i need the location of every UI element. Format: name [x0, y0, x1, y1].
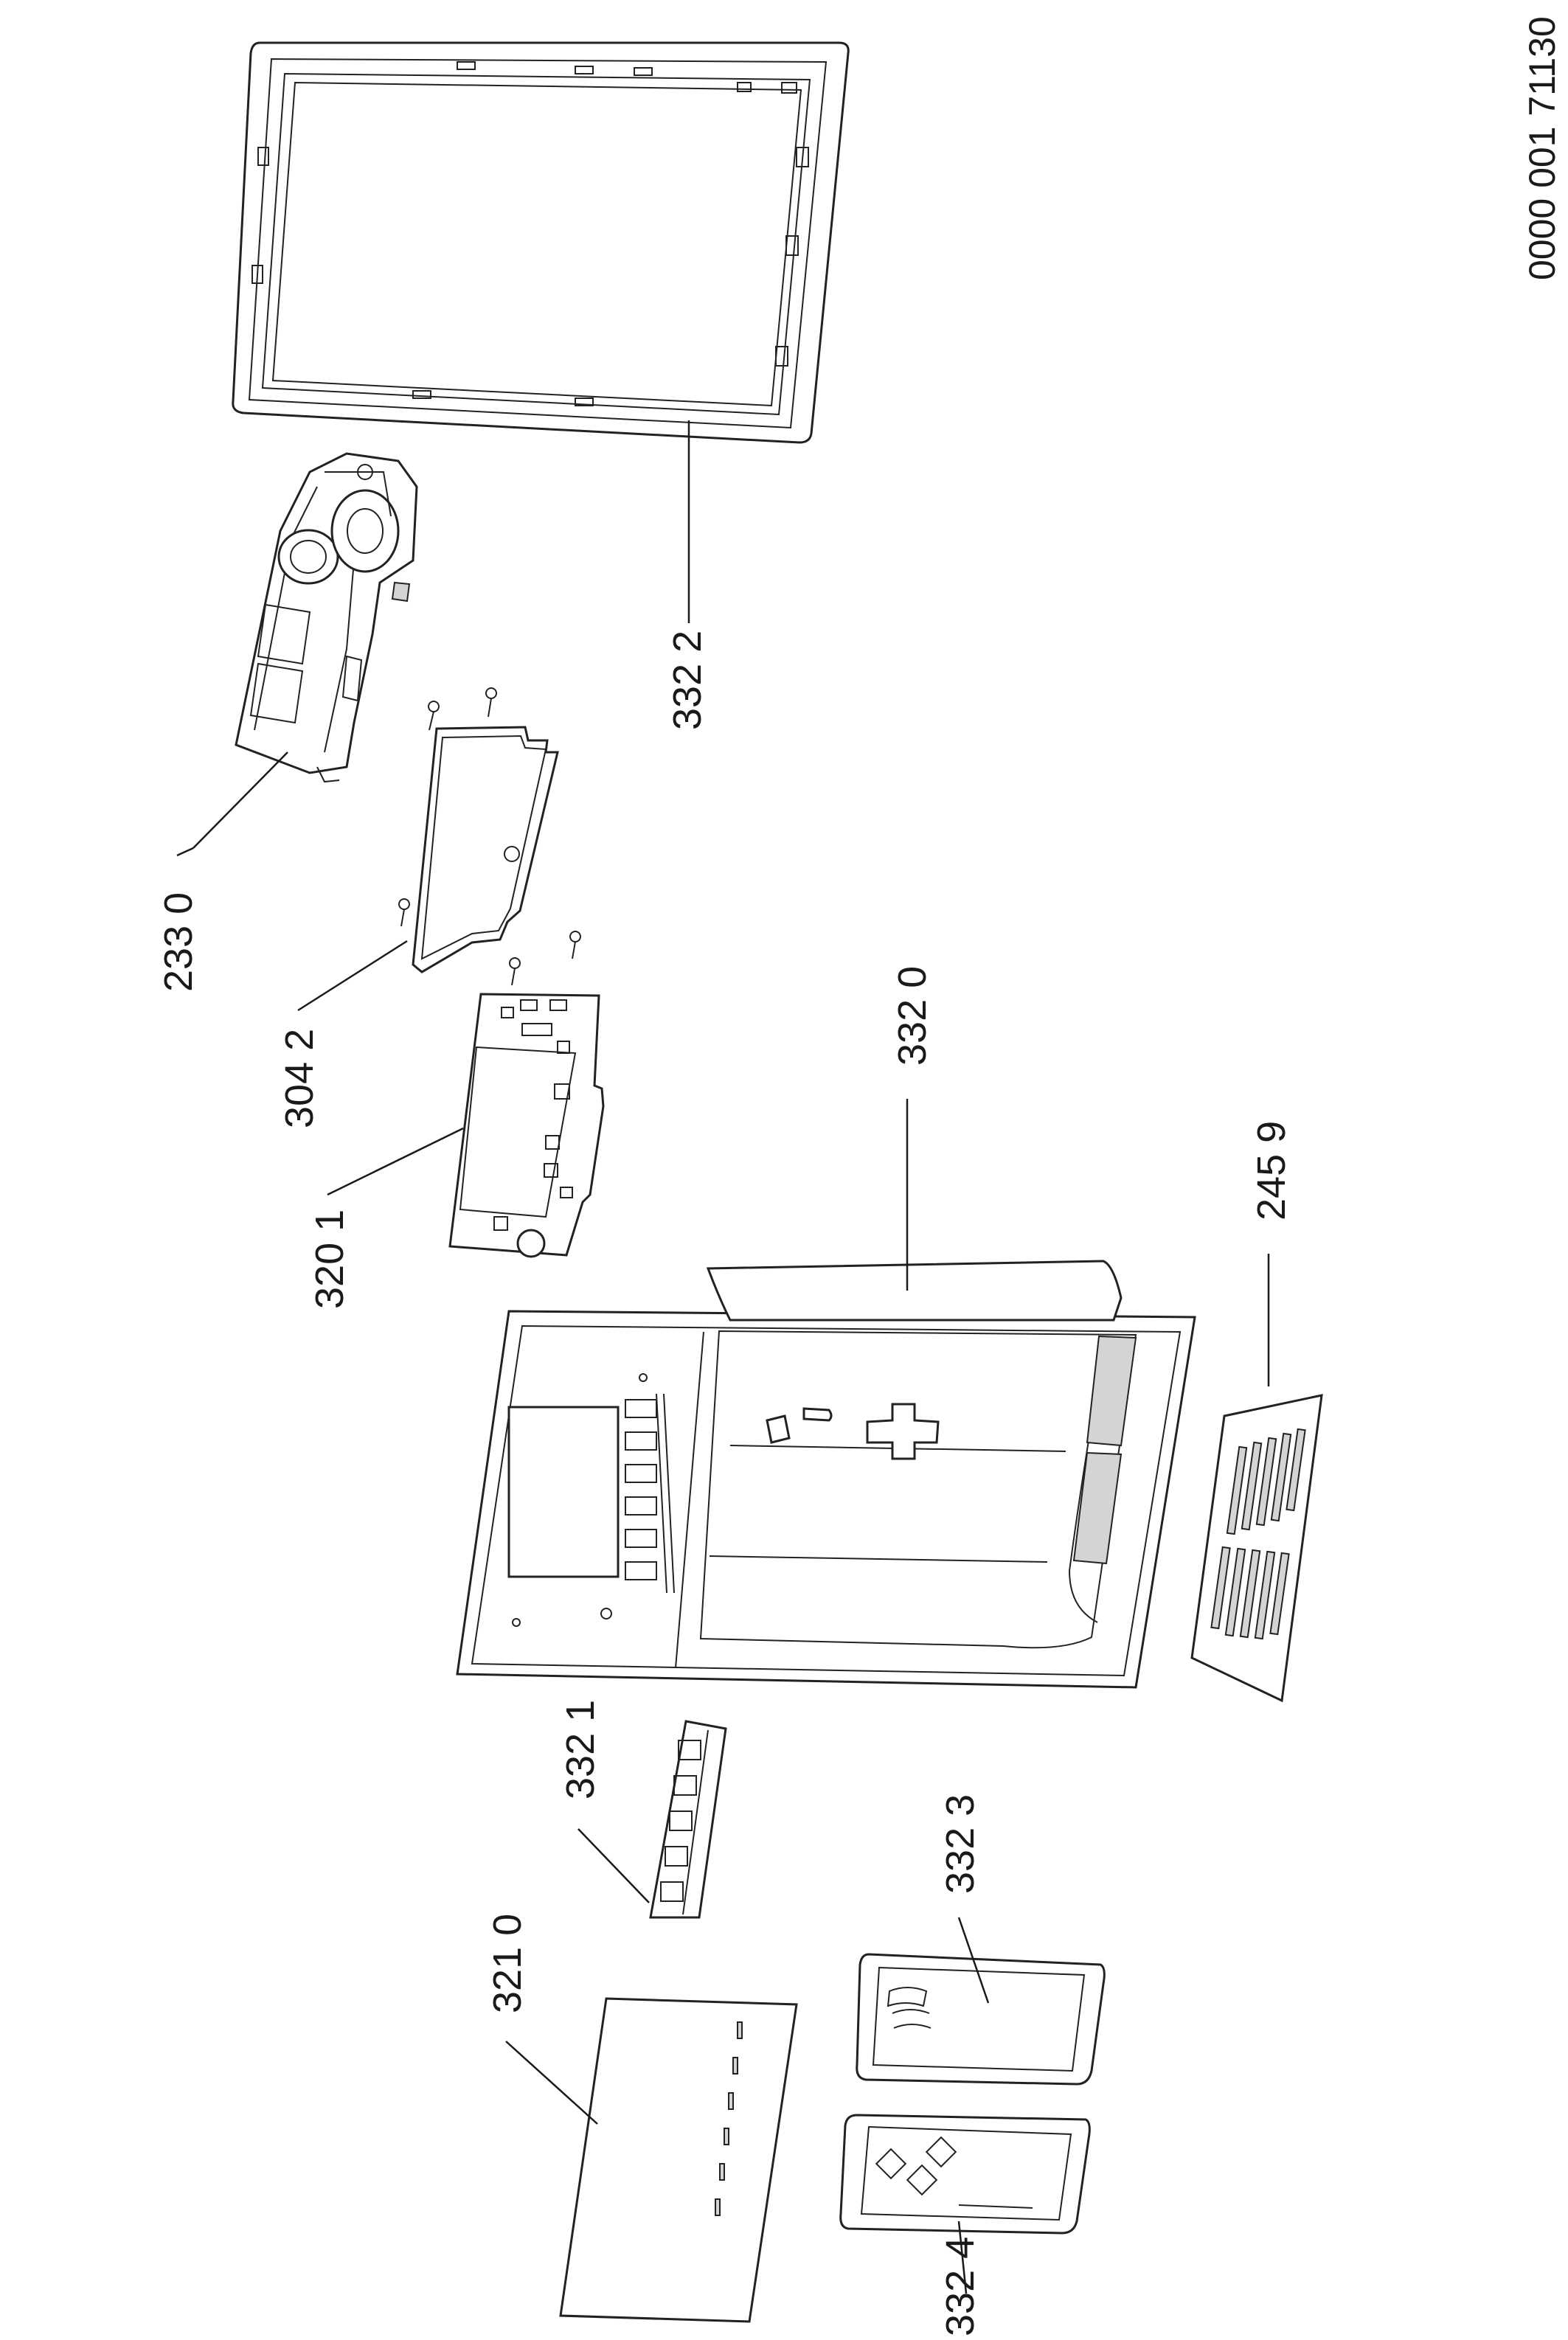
callout-321-0: 321 0: [485, 1914, 530, 2013]
part-332-0-dispenser-housing: [456, 1260, 1196, 1689]
callout-245-9: 245 9: [1249, 1121, 1294, 1221]
callout-332-2: 332 2: [665, 631, 710, 730]
part-245-9-drip-grille: [1190, 1394, 1323, 1703]
part-320-1-control-board: [448, 993, 605, 1258]
document-id: 0000 001 71130: [1522, 16, 1563, 280]
part-332-1-lever-strip: [649, 1720, 727, 1919]
callout-332-1: 332 1: [558, 1700, 603, 1799]
part-332-2-frame: [232, 41, 850, 444]
screws: [398, 687, 581, 986]
part-332-4-button-cover: [839, 2114, 1091, 2235]
part-332-3-button-cover: [856, 1953, 1106, 2086]
part-321-0-front-panel: [559, 1997, 798, 2323]
part-233-0-motor-assembly: [235, 452, 418, 783]
callout-320-1: 320 1: [308, 1209, 352, 1309]
callout-332-0: 332 0: [890, 966, 934, 1066]
part-304-2-cover-plate: [412, 726, 559, 973]
callout-332-3: 332 3: [938, 1794, 982, 1894]
callout-233-0: 233 0: [156, 892, 201, 992]
callout-304-2: 304 2: [277, 1029, 322, 1128]
callout-332-4: 332 4: [938, 2237, 982, 2336]
